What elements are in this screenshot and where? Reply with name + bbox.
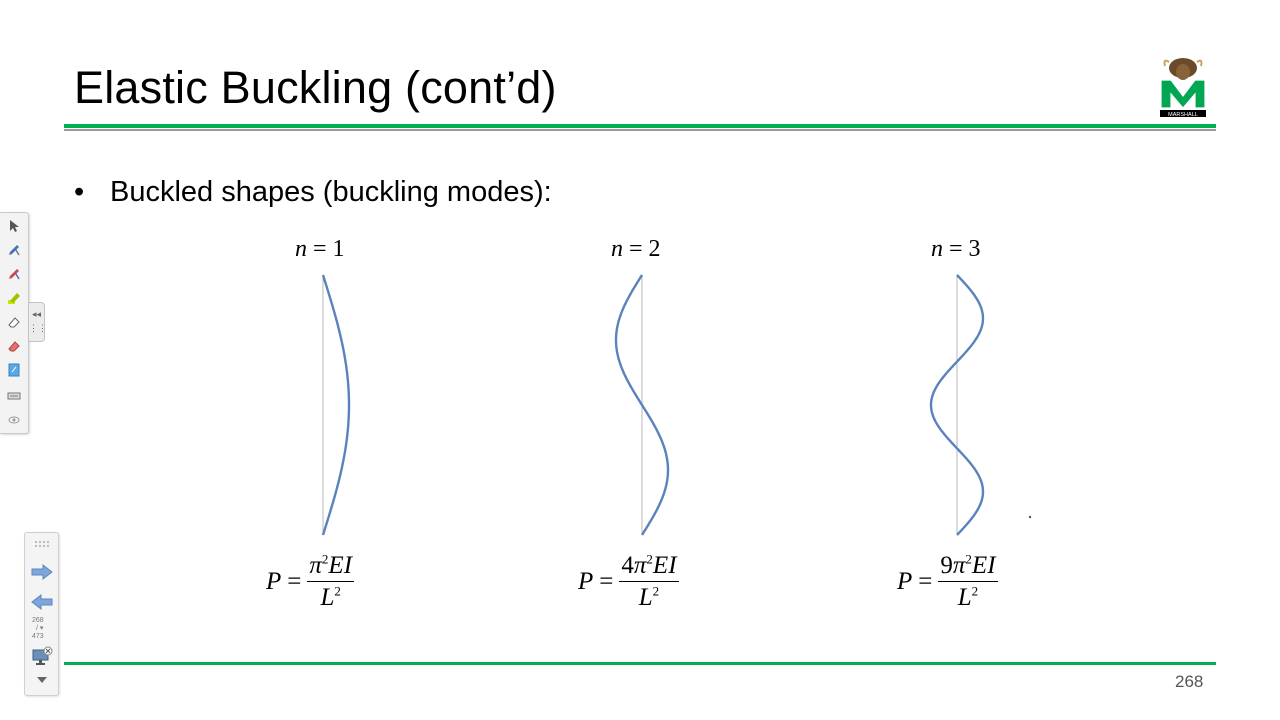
grip-icon: ⋮⋮ [29, 323, 47, 333]
highlighter-icon[interactable] [5, 289, 23, 307]
counter-dropdown-icon: ▾ [39, 625, 44, 632]
pen-eraser-icon[interactable] [5, 265, 23, 283]
mode-3-label: n = 3 [931, 236, 981, 262]
slide-counter[interactable]: 268 / ▾ 473 [27, 617, 56, 641]
settings-icon[interactable] [5, 411, 23, 429]
collapse-left-icon: ◂◂ [31, 309, 42, 319]
screen-monitor-icon[interactable] [28, 645, 55, 667]
slide-title: Elastic Buckling (cont’d) [74, 62, 557, 113]
nav-grip-icon[interactable] [28, 537, 55, 551]
bullet-dot: • [74, 176, 85, 208]
toolbar-collapse-handle[interactable]: ◂◂ ⋮⋮ [28, 302, 47, 342]
buckled-shape-mode-2 [614, 274, 670, 536]
marshall-logo: MARSHALL [1160, 58, 1206, 118]
bullet-item: • Buckled shapes (buckling modes): [74, 176, 552, 209]
critical-load-formula-mode-2: P= 4π2EI L2 [578, 551, 679, 611]
whiteboard-icon[interactable] [5, 361, 23, 379]
buckled-shape-mode-3 [929, 274, 985, 536]
critical-load-formula-mode-3: P= 9π2EI L2 [897, 551, 998, 611]
select-arrow-icon[interactable] [5, 217, 23, 235]
total-slide-number: 473 [32, 633, 44, 640]
previous-slide-arrow-icon[interactable] [28, 591, 55, 613]
annotation-toolbar [0, 212, 29, 434]
footer-divider [64, 662, 1216, 665]
bullet-text: Buckled shapes (buckling modes): [110, 176, 552, 208]
critical-load-formula-mode-1: P= π2EI L2 [266, 551, 355, 611]
logo-wordmark: MARSHALL [1168, 112, 1198, 118]
mode-1-label: n = 1 [295, 236, 345, 262]
mode-2-label: n = 2 [611, 236, 661, 262]
eraser-icon[interactable] [5, 313, 23, 331]
title-divider-shadow [64, 129, 1216, 131]
keyboard-icon[interactable] [5, 387, 23, 405]
page-number: 268 [1175, 672, 1204, 691]
counter-separator: / [36, 625, 38, 632]
title-divider [64, 124, 1216, 128]
pen-icon[interactable] [5, 241, 23, 259]
slide-navigation-panel: 268 / ▾ 473 [24, 532, 59, 696]
next-slide-arrow-icon[interactable] [28, 561, 55, 583]
current-slide-number: 268 [32, 617, 44, 624]
stray-dot [1028, 515, 1032, 519]
nav-dropdown-icon[interactable] [28, 673, 55, 687]
buckled-shape-mode-1 [321, 274, 351, 536]
delete-ink-icon[interactable] [5, 337, 23, 355]
